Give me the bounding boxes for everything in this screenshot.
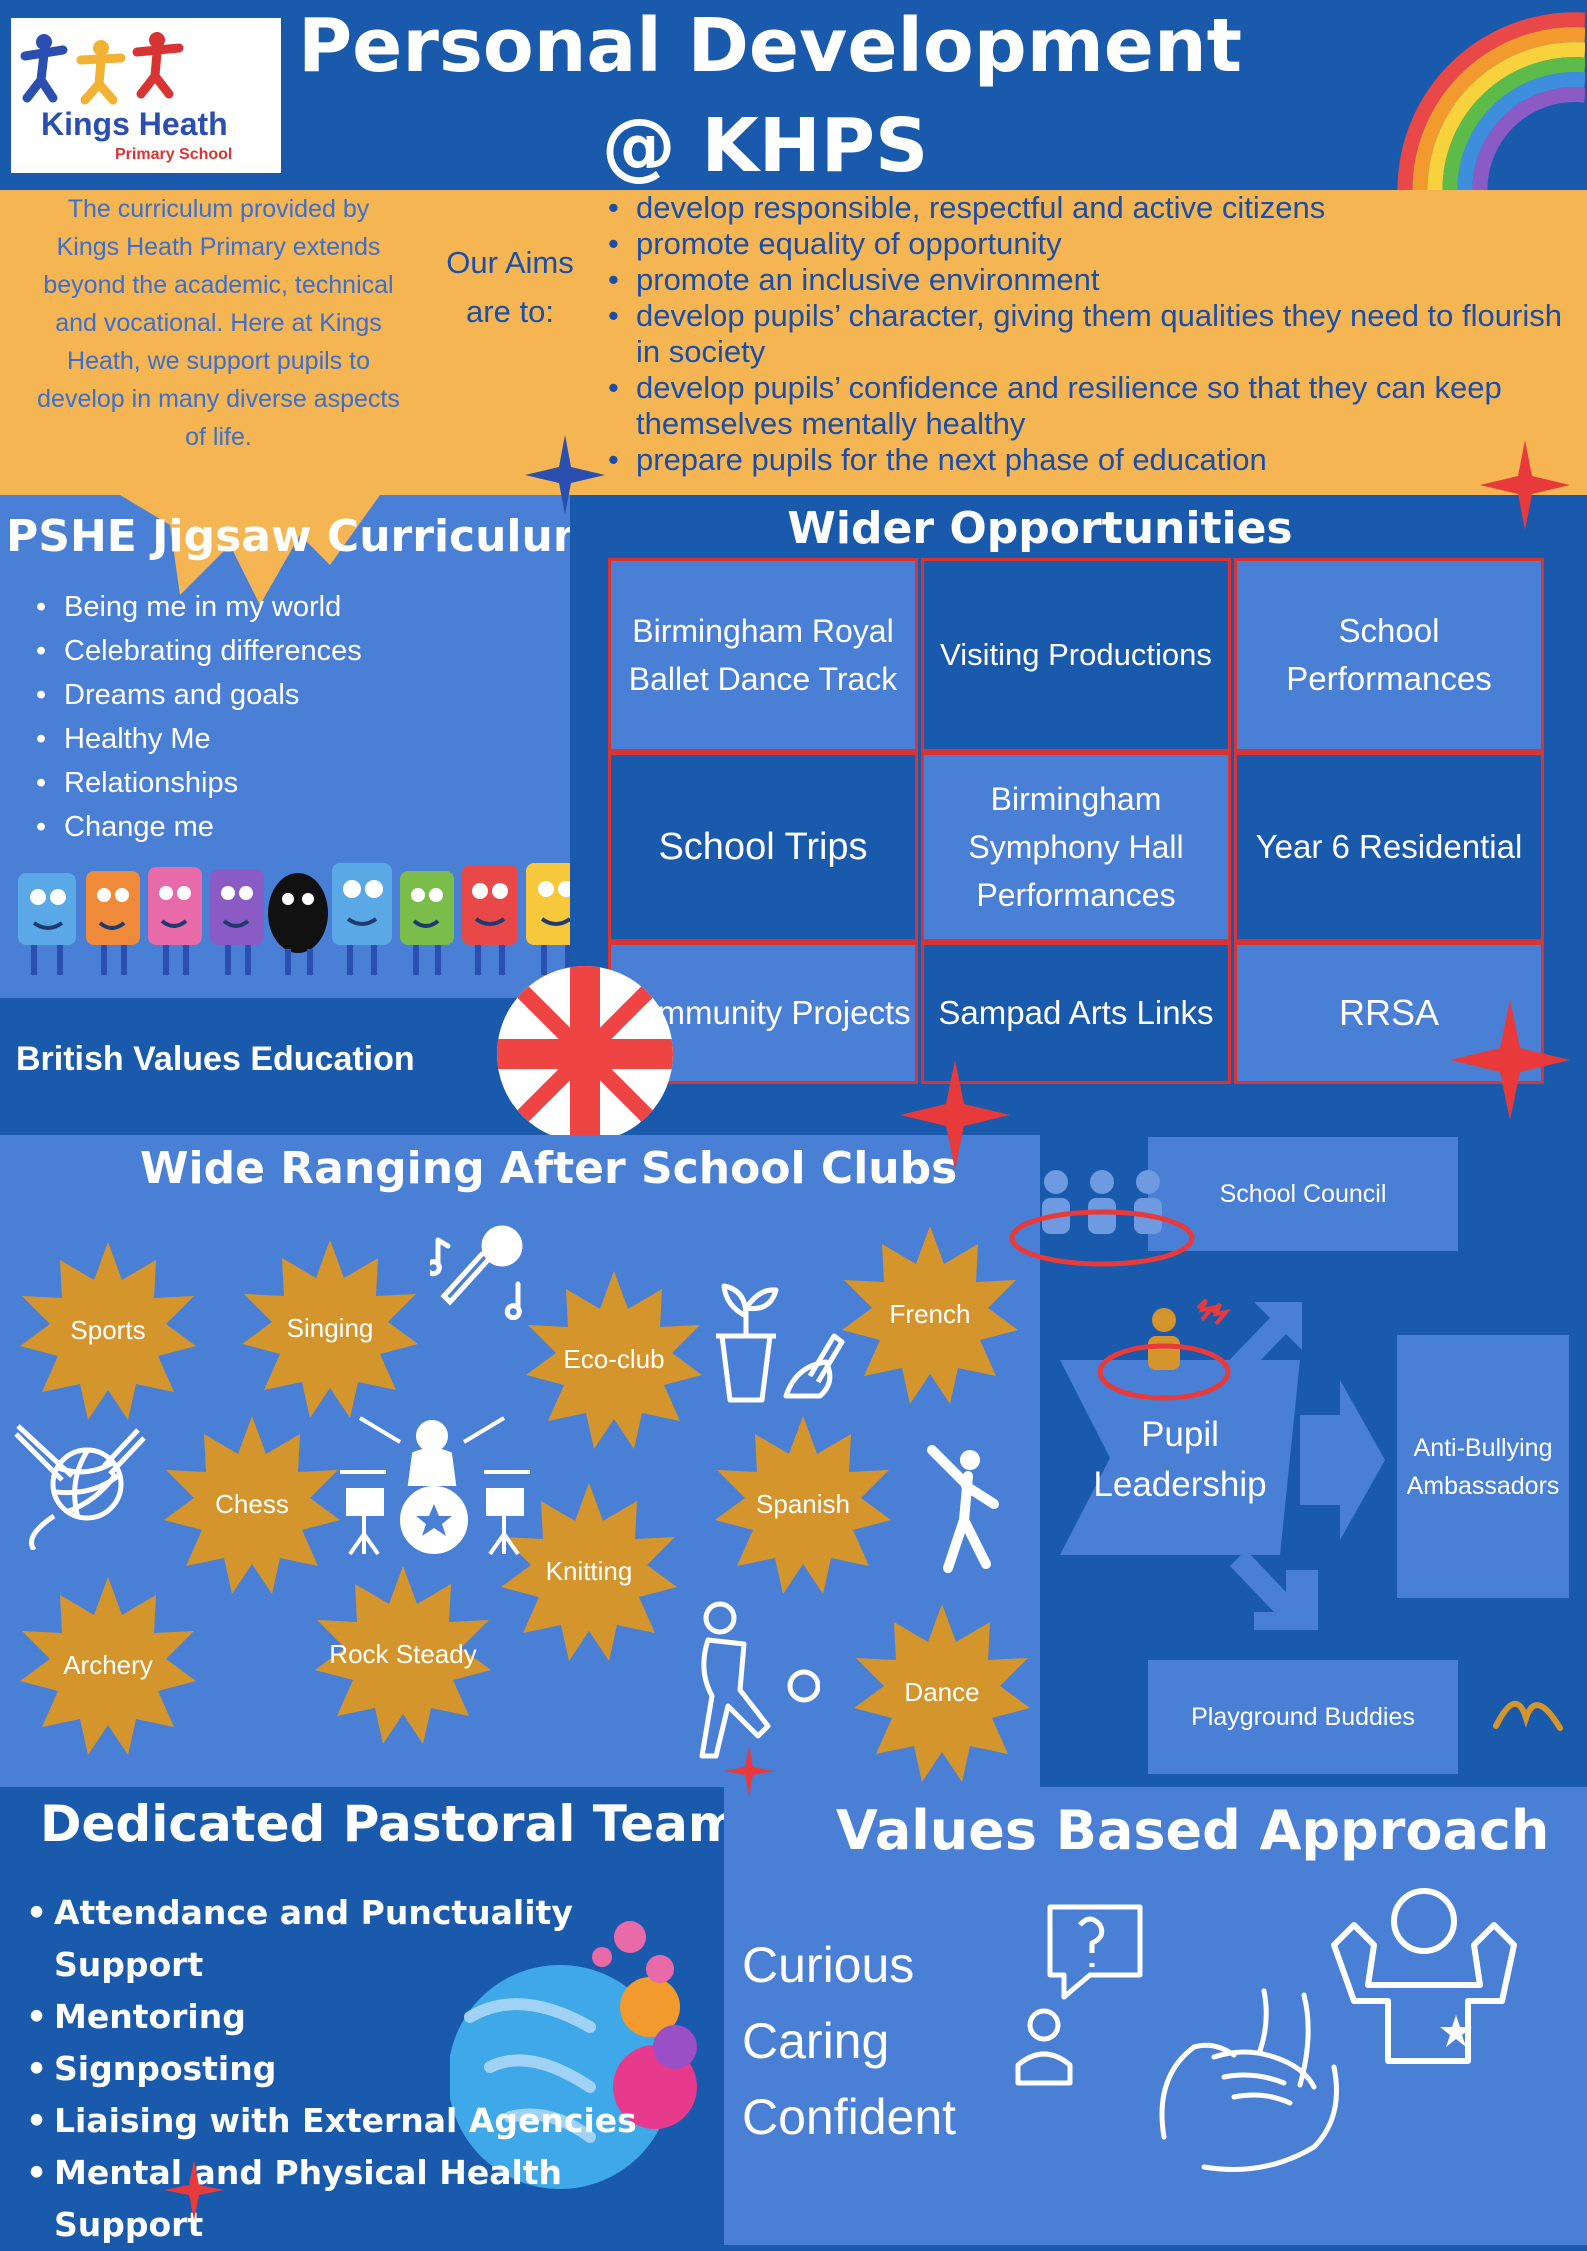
pshe-item: Being me in my world — [36, 585, 362, 629]
runner-icon — [927, 1445, 999, 1573]
pshe-item: Dreams and goals — [36, 673, 362, 717]
pshe-panel: PSHE Jigsaw Curriculum Being me in my wo… — [0, 495, 599, 998]
value-item: Confident — [742, 2089, 957, 2145]
school-council-box: School Council — [1148, 1137, 1458, 1251]
sunburst-decoration — [120, 495, 380, 605]
pshe-title: PSHE Jigsaw Curriculum — [6, 511, 599, 562]
club-badge: Spanish — [711, 1412, 895, 1596]
wider-cell: Birmingham Royal Ballet Dance Track — [608, 558, 918, 752]
aim-item: promote equality of opportunity — [608, 226, 1568, 262]
aims-panel: The curriculum provided by Kings Heath P… — [0, 190, 1587, 495]
rainbow-icon — [1397, 12, 1585, 190]
sparkle-icon — [164, 2160, 224, 2220]
values-panel: Values Based Approach Curious Caring Con… — [724, 1787, 1587, 2245]
pastoral-panel: Dedicated Pastoral Team Attendance and P… — [0, 1787, 740, 2245]
logo-name: Kings Heath — [41, 106, 228, 142]
logo-figures-icon — [20, 32, 184, 105]
value-item: Curious — [742, 1937, 915, 1993]
anti-bullying-box: Anti-Bullying Ambassadors — [1397, 1335, 1569, 1598]
club-label: Dance — [904, 1677, 980, 1707]
pastoral-item: Signposting — [26, 2043, 706, 2095]
pshe-item: Change me — [36, 805, 362, 849]
question-person-icon — [1015, 1904, 1143, 2086]
sparkle-icon — [1493, 1701, 1563, 1731]
club-label: Knitting — [545, 1556, 633, 1586]
club-badge: Dance — [850, 1600, 1034, 1784]
people-group-icon — [1009, 1170, 1195, 1267]
aim-item: develop responsible, respectful and acti… — [608, 190, 1568, 226]
aim-item: develop pupils’ confidence and resilienc… — [608, 370, 1568, 442]
british-values-panel: British Values Education — [0, 998, 570, 1135]
club-label: Sports — [70, 1315, 146, 1345]
values-title: Values Based Approach — [836, 1799, 1550, 1862]
club-badge: Chess — [160, 1412, 344, 1596]
drum-kit-icon — [340, 1416, 530, 1556]
club-badge: Archery — [16, 1573, 200, 1757]
sparkle-icon — [724, 1746, 774, 1796]
club-label: Archery — [63, 1650, 153, 1680]
club-label: Chess — [215, 1489, 289, 1519]
club-badge: Singing — [238, 1236, 422, 1420]
pupil-leadership-label: Pupil Leadership — [1093, 1415, 1267, 1504]
football-icon — [699, 1601, 820, 1759]
club-label: Singing — [286, 1313, 374, 1343]
clubs-title: Wide Ranging After School Clubs — [140, 1143, 958, 1194]
page-title-line2: @ KHPS — [601, 103, 929, 189]
pastoral-title: Dedicated Pastoral Team — [40, 1795, 740, 1853]
pastoral-list: Attendance and Punctuality Support Mento… — [26, 1887, 706, 2251]
logo: Kings Heath Primary School — [11, 18, 281, 173]
wider-cell: Birmingham Symphony Hall Performances — [921, 752, 1231, 942]
jigsaw-characters-icon — [18, 863, 584, 975]
caring-hands-icon — [1159, 1988, 1339, 2172]
club-badge: Sports — [16, 1238, 200, 1422]
header: Kings Heath Primary School Personal Deve… — [0, 0, 1587, 190]
club-label: Spanish — [756, 1489, 850, 1519]
aims-label: Our Aims are to: — [446, 245, 574, 329]
aims-list: develop responsible, respectful and acti… — [608, 190, 1568, 478]
yarn-icon — [14, 1424, 146, 1550]
pastoral-item: Liaising with External Agencies — [26, 2095, 706, 2147]
aim-item: prepare pupils for the next phase of edu… — [608, 442, 1568, 478]
microphone-icon — [430, 1225, 523, 1320]
union-jack-icon — [497, 966, 673, 1142]
wider-cell: Community Projects — [608, 942, 918, 1084]
pastoral-item: Mental and Physical Health Support — [26, 2147, 706, 2251]
intro-text: The curriculum provided by Kings Heath P… — [37, 195, 400, 451]
sparkle-icon — [900, 1060, 1010, 1170]
british-values-title: British Values Education — [16, 1040, 415, 1078]
wider-cell: Visiting Productions — [921, 558, 1231, 752]
club-badge: Knitting — [497, 1479, 681, 1663]
club-label: Eco-club — [563, 1344, 665, 1374]
pastoral-item: Attendance and Punctuality Support — [26, 1887, 614, 1991]
value-item: Caring — [742, 2013, 890, 2069]
wider-cell: Sampad Arts Links — [921, 942, 1231, 1084]
wider-title: Wider Opportunities — [787, 503, 1293, 554]
club-badge: French — [838, 1222, 1022, 1406]
pastoral-item: Mentoring — [26, 1991, 706, 2043]
pshe-item: Celebrating differences — [36, 629, 362, 673]
sparkle-icon — [525, 435, 605, 515]
aim-item: develop pupils’ character, giving them q… — [608, 298, 1568, 370]
wider-cell: Year 6 Residential — [1234, 752, 1544, 942]
wider-cell: School Performances — [1234, 558, 1544, 752]
sparkle-icon — [1480, 440, 1570, 530]
leadership-arrows — [1060, 1302, 1385, 1630]
club-badge: Eco-club — [522, 1267, 706, 1451]
leader-person-icon — [1097, 1298, 1232, 1401]
club-label: French — [889, 1299, 971, 1329]
page-title-line1: Personal Development — [297, 3, 1243, 89]
sparkle-icon — [1450, 1000, 1570, 1120]
wider-cell: School Trips — [608, 752, 918, 942]
strong-person-icon — [1331, 1888, 1517, 2064]
plant-pot-icon — [716, 1283, 845, 1403]
playground-buddies-box: Playground Buddies — [1148, 1660, 1458, 1774]
pshe-item: Relationships — [36, 761, 362, 805]
logo-sub: Primary School — [115, 146, 233, 163]
values-list: Curious Caring Confident — [742, 1927, 956, 2155]
club-label: Rock Steady — [329, 1639, 477, 1669]
club-badge: Rock Steady — [311, 1562, 495, 1746]
pshe-item: Healthy Me — [36, 717, 362, 761]
pshe-list: Being me in my world Celebrating differe… — [36, 585, 362, 849]
aim-item: promote an inclusive environment — [608, 262, 1568, 298]
